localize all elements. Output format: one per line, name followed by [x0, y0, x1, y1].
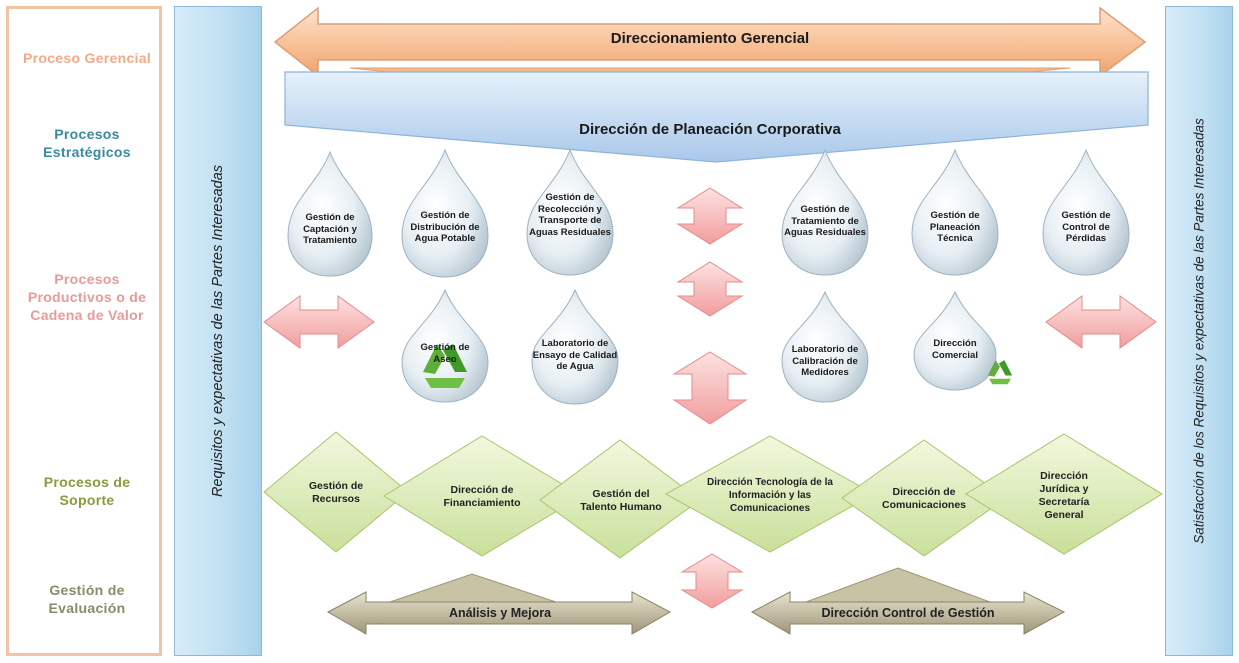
diamond-label-juridica: Dirección Jurídica y Secretaría General [1038, 470, 1090, 521]
diamond-recursos [263, 431, 409, 553]
category-proceso-gerencial: Proceso Gerencial [22, 50, 152, 66]
diamond-talento [539, 439, 701, 559]
drop-planeacion-tecnica [911, 148, 999, 276]
requirements-bar: Requisitos y expectativas de las Partes … [174, 6, 262, 656]
pink-vertical-arrow-2 [676, 261, 744, 317]
drop-label-laboratorio-calibracion: Laboratorio de Calibración de Medidores [791, 344, 859, 378]
arrow-control [750, 591, 1066, 635]
drop-label-distribucion: Gestión de Distribución de Agua Potable [410, 210, 480, 244]
drop-control-perdidas [1042, 148, 1130, 276]
planeacion-label: Dirección de Planeación Corporativa [579, 121, 841, 138]
drop-comercial [913, 290, 997, 391]
pink-vertical-arrow-4 [680, 553, 744, 609]
category-procesos-productivos: Procesos Productivos o de Cadena de Valo… [27, 271, 147, 323]
diamond-label-recursos: Gestión de Recursos [308, 480, 364, 505]
diamond-label-talento: Gestión del Talento Humano [580, 488, 662, 513]
drop-tratamiento [781, 148, 869, 276]
drop-label-planeacion-tecnica: Gestión de Planeación Técnica [929, 210, 981, 244]
pink-horizontal-arrow-right [1045, 295, 1157, 349]
arrow-analisis [326, 591, 672, 635]
pink-vertical-arrow-3 [672, 351, 748, 425]
category-procesos-soporte: Procesos de Soporte [43, 474, 131, 508]
pink-vertical-arrow-1 [676, 187, 744, 245]
drop-label-control-perdidas: Gestión de Control de Pérdidas [1061, 210, 1111, 244]
control-label: Dirección Control de Gestión [821, 606, 995, 620]
direccionamiento-arrow [273, 6, 1147, 78]
drop-captacion [287, 150, 373, 277]
drop-aseo [401, 288, 489, 403]
satisfaction-bar: Satisfacción de los Requisitos y expecta… [1165, 6, 1233, 656]
drop-recoleccion [526, 148, 614, 276]
planeacion-chevron [284, 71, 1149, 163]
drop-laboratorio-ensayo [531, 288, 619, 405]
drop-label-aseo: Gestión de Aseo [420, 342, 470, 365]
analisis-label: Análisis y Mejora [448, 606, 552, 620]
direccionamiento-label: Direccionamiento Gerencial [610, 30, 810, 47]
recycle-icon [987, 360, 1013, 385]
triangle-analisis [389, 573, 557, 603]
category-gestion-evaluacion: Gestión de Evaluación [48, 582, 126, 616]
drop-label-tratamiento: Gestión de Tratamiento de Aguas Residual… [784, 204, 866, 238]
diamond-financiamiento [383, 435, 583, 557]
drop-label-captacion: Gestión de Captación y Tratamiento [303, 212, 357, 246]
diamond-label-tecnologia: Dirección Tecnología de la Información y… [707, 477, 833, 514]
drop-label-laboratorio-ensayo: Laboratorio de Ensayo de Calidad de Agua [532, 338, 618, 372]
drop-label-comercial: Dirección Comercial [932, 338, 978, 361]
diamond-tecnologia [664, 435, 876, 553]
drop-laboratorio-calibracion [781, 290, 869, 403]
diamond-label-comunicaciones: Dirección de Comunicaciones [881, 486, 967, 511]
drop-label-recoleccion: Gestión de Recolección y Transporte de A… [529, 192, 611, 238]
diamond-juridica [965, 433, 1163, 555]
triangle-control [805, 567, 991, 603]
drop-distribucion [401, 148, 489, 278]
pink-horizontal-arrow-left [263, 295, 375, 349]
diamond-comunicaciones [841, 439, 1007, 557]
category-procesos-estrategicos: Procesos Estratégicos [43, 126, 131, 160]
category-panel: Proceso Gerencial Procesos Estratégicos … [6, 6, 162, 656]
recycle-icon [423, 344, 467, 388]
diamond-label-financiamiento: Dirección de Financiamiento [443, 484, 521, 509]
